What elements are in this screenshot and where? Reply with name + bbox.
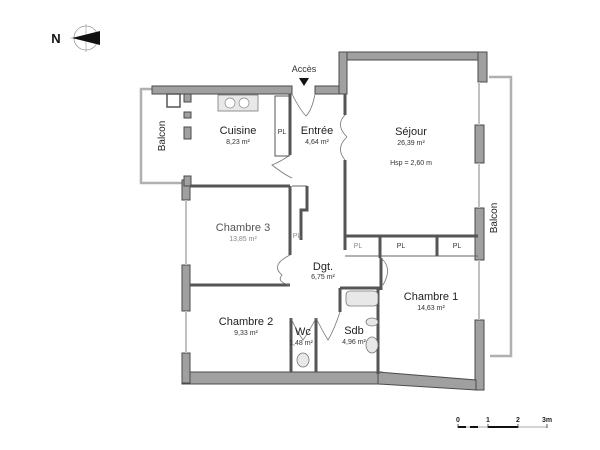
closet-label-sejour-1: PL xyxy=(354,243,363,250)
balcony-label-east: Balcon xyxy=(489,203,500,234)
kitchen-closet xyxy=(274,95,290,157)
room-area-entree: 4,64 m² xyxy=(305,139,329,146)
room-name-sdb: Sdb xyxy=(344,325,364,337)
room-area-chambre3: 13,85 m² xyxy=(229,236,257,243)
ceiling-height: Hsp = 2,60 m xyxy=(390,160,432,167)
north-label: N xyxy=(51,31,60,46)
room-area-chambre1: 14,63 m² xyxy=(417,305,445,312)
bidet-icon xyxy=(365,317,379,327)
room-area-cuisine: 8,23 m² xyxy=(226,139,250,146)
kitchen-sink-icon xyxy=(217,94,259,112)
interior-walls xyxy=(190,94,478,374)
room-area-wc: 1,48 m² xyxy=(289,340,313,347)
scale-tick-1: 1 xyxy=(486,417,490,424)
room-area-chambre2: 9,33 m² xyxy=(234,330,258,337)
doors xyxy=(271,93,388,341)
access-label: Accès xyxy=(292,64,317,74)
room-area-sdb: 4,96 m² xyxy=(342,339,366,346)
room-name-cuisine: Cuisine xyxy=(220,125,257,137)
room-area-dgt: 6,75 m² xyxy=(311,274,335,281)
room-name-sejour: Séjour xyxy=(395,126,427,138)
room-name-chambre1: Chambre 1 xyxy=(404,291,458,303)
east-balcony-outline xyxy=(489,75,513,358)
room-name-entree: Entrée xyxy=(301,125,333,137)
closet-label-sejour-2: PL xyxy=(397,243,406,250)
fixtures xyxy=(217,94,379,368)
room-area-sejour: 26,39 m² xyxy=(397,140,425,147)
scale-tick-2: 2 xyxy=(516,417,520,424)
room-name-wc: Wc xyxy=(295,326,311,338)
west-balcony-outline xyxy=(139,87,185,185)
room-name-chambre3: Chambre 3 xyxy=(216,222,270,234)
closet-label-sejour-3: PL xyxy=(453,243,462,250)
exterior-walls xyxy=(151,51,488,391)
toilet-icon xyxy=(296,352,310,368)
washbasin-icon xyxy=(365,336,379,354)
access-arrow-icon xyxy=(299,78,309,86)
scale-tick-3: 3m xyxy=(542,417,552,424)
closet-label-chambre3: PL xyxy=(293,233,302,240)
scale-tick-0: 0 xyxy=(456,417,460,424)
room-name-dgt: Dgt. xyxy=(313,261,333,273)
windows xyxy=(185,82,480,353)
scale-bar xyxy=(457,424,548,428)
north-arrow-icon xyxy=(70,24,100,52)
closet-label-cuisine: PL xyxy=(278,129,287,136)
room-name-chambre2: Chambre 2 xyxy=(219,316,273,328)
balcony-label-west: Balcon xyxy=(157,121,168,152)
bathtub-icon xyxy=(345,290,379,307)
